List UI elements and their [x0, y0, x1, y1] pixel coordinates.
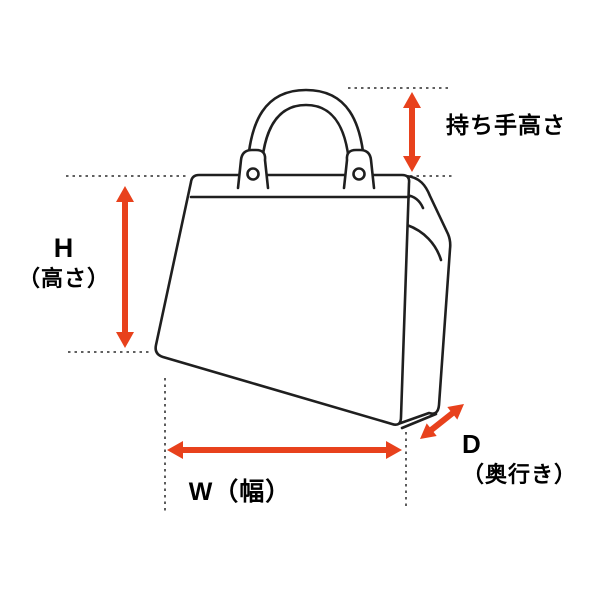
height-label-letter: H — [53, 233, 75, 263]
bag-front-face — [154, 173, 411, 426]
width-arrow — [167, 441, 402, 459]
handle-height-label: 持ち手高さ — [446, 112, 566, 138]
bag-handle-inner — [259, 103, 352, 186]
measurement-arrows — [116, 92, 464, 459]
bag-tab-rivet-right — [352, 167, 366, 181]
depth-label-sub: （奥行き） — [462, 462, 578, 487]
bag-bottom-edge-line — [400, 412, 438, 430]
width-label: W（幅） — [188, 478, 292, 506]
depth-label: D （奥行き） — [462, 428, 577, 490]
height-arrow — [116, 186, 134, 348]
bag-gusset-crease — [405, 223, 443, 262]
handle-height-arrow — [403, 92, 421, 172]
bag-drawing — [154, 88, 452, 430]
bag-handle-outer — [245, 88, 367, 186]
depth-arrow — [420, 404, 464, 439]
height-label-sub: （高さ） — [17, 266, 110, 291]
bag-tab-rivet-left — [246, 167, 260, 181]
depth-label-letter: D — [462, 429, 482, 459]
height-label: H （高さ） — [12, 232, 116, 294]
guide-lines — [66, 87, 452, 512]
